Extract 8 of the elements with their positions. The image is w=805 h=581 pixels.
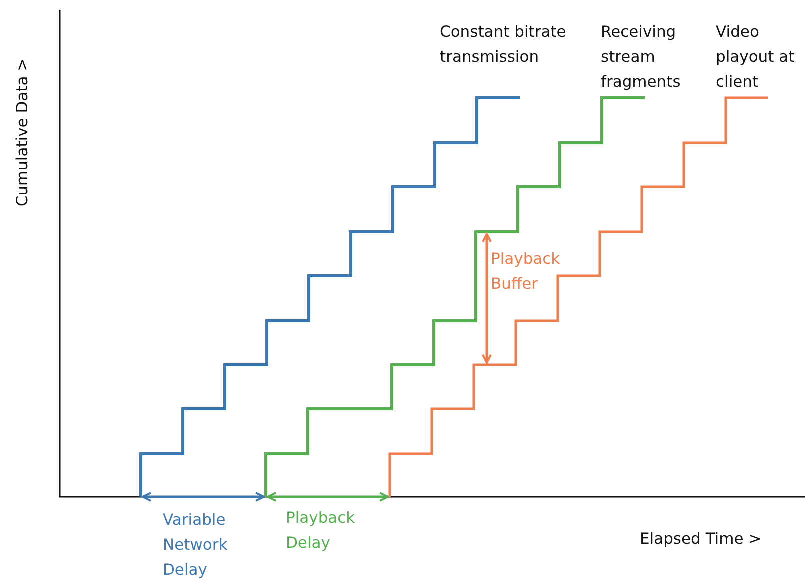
axis-title: Cumulative Data > [12,57,32,209]
dimension-label: Variable Network Delay [163,510,229,581]
axis-title: Elapsed Time > [640,529,763,550]
dimension-label: Playback Delay [286,508,356,554]
series-label: Receiving stream fragments [601,22,682,93]
series-label: Constant bitrate transmission [440,22,568,68]
series-label: Video playout at client [716,22,796,93]
dimension-label: Playback Buffer [491,249,562,295]
